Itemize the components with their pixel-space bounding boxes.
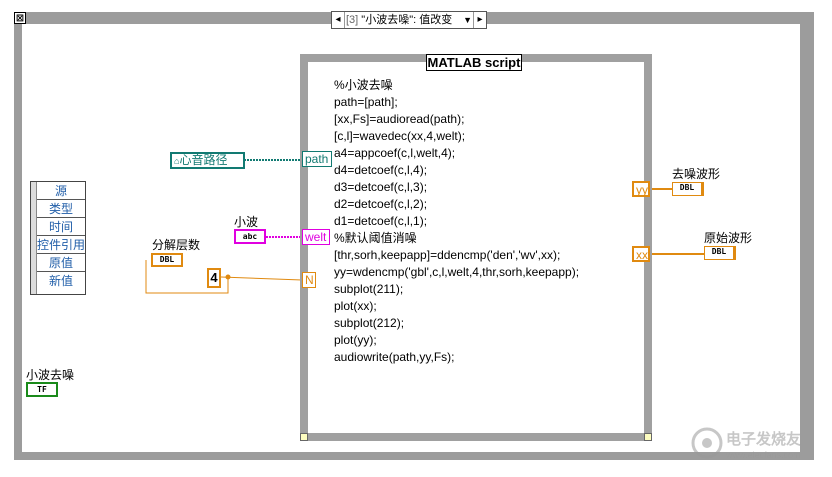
previous-case-arrow-icon[interactable]: ◂	[332, 12, 345, 28]
matlab-script-editor[interactable]	[308, 62, 644, 433]
denoised-waveform-indicator[interactable]: DBL	[672, 182, 704, 196]
code-line-5[interactable]: a4=appcoef(c,l,welt,4);	[334, 146, 456, 160]
output-terminal-xx[interactable]: xx	[632, 246, 650, 262]
event-case-selector[interactable]: ◂ [3] "小波去噪": 值改变 ▼ ▸	[331, 11, 487, 29]
original-waveform-label: 原始波形	[704, 231, 753, 245]
watermark: 电子发烧友 www.elecfans.com	[690, 420, 830, 472]
wavelet-denoise-type-badge: TF	[37, 385, 47, 394]
matlab-script-title: MATLAB script	[426, 54, 522, 71]
heart-sound-path-control[interactable]: ⌂心音路径	[170, 152, 245, 169]
code-line-7[interactable]: d3=detcoef(c,l,3);	[334, 180, 428, 194]
code-line-3[interactable]: [xx,Fs]=audioread(path);	[334, 112, 465, 126]
input-terminal-welt[interactable]: welt	[302, 229, 330, 245]
wavelet-type-badge: abc	[242, 232, 258, 241]
wavelet-string-control[interactable]: abc	[234, 229, 266, 244]
code-line-10[interactable]: %默认阈值消噪	[334, 231, 417, 245]
code-line-15[interactable]: subplot(212);	[334, 316, 405, 330]
chevron-down-icon[interactable]: ▼	[463, 15, 472, 25]
code-line-6[interactable]: d4=detcoef(c,l,4);	[334, 163, 428, 177]
original-waveform-type-badge: DBL	[711, 247, 727, 256]
event-data-item-newval[interactable]: 新值	[48, 274, 73, 288]
wavelet-label: 小波	[234, 215, 259, 229]
level-constant-value: 4	[210, 270, 218, 285]
output-terminal-yy[interactable]: yy	[632, 181, 650, 197]
code-line-14[interactable]: plot(xx);	[334, 299, 377, 313]
code-line-9[interactable]: d1=detcoef(c,l,1);	[334, 214, 428, 228]
event-data-node-strip	[31, 182, 37, 294]
code-line-13[interactable]: subplot(211);	[334, 282, 404, 296]
denoised-waveform-type-badge: DBL	[679, 183, 695, 192]
code-line-2[interactable]: path=[path];	[334, 95, 398, 109]
input-terminal-n[interactable]: N	[302, 272, 316, 288]
event-data-item-type[interactable]: 类型	[37, 200, 85, 218]
code-line-8[interactable]: d2=detcoef(c,l,2);	[334, 197, 428, 211]
code-line-1[interactable]: %小波去噪	[334, 78, 393, 92]
resize-handle-icon[interactable]	[300, 433, 308, 441]
denoised-waveform-label: 去噪波形	[672, 167, 721, 181]
event-timeout-terminal-icon[interactable]: ⊠	[14, 12, 26, 24]
wire-junction	[225, 274, 231, 280]
heart-sound-path-label: 心音路径	[179, 153, 228, 167]
wavelet-denoise-label: 小波去噪	[26, 368, 75, 382]
case-index: [3]	[346, 14, 359, 26]
case-label: "小波去噪": 值改变	[361, 14, 453, 26]
watermark-logo-icon	[691, 427, 723, 459]
n-wire	[220, 276, 303, 281]
code-line-17[interactable]: audiowrite(path,yy,Fs);	[334, 350, 455, 364]
decomp-levels-control[interactable]: DBL	[151, 253, 183, 267]
resize-handle-icon[interactable]	[644, 433, 652, 441]
decomp-levels-label: 分解层数	[152, 238, 201, 252]
event-data-item-ctlref[interactable]: 控件引用	[37, 238, 86, 254]
watermark-sub-text: www.elecfans.com	[726, 450, 801, 460]
next-case-arrow-icon[interactable]: ▸	[473, 12, 486, 28]
path-icon: ⌂	[174, 156, 180, 166]
event-data-item-time[interactable]: 时间	[37, 218, 85, 236]
event-data-node[interactable]: 源 类型 时间 控件引用 原值 新值	[30, 181, 86, 295]
decomp-level-wire	[145, 260, 229, 294]
code-line-16[interactable]: plot(yy);	[334, 333, 377, 347]
code-line-12[interactable]: yy=wdencmp('gbl',c,l,welt,4,thr,sorh,kee…	[334, 265, 580, 279]
original-waveform-indicator[interactable]: DBL	[704, 246, 736, 260]
code-line-4[interactable]: [c,l]=wavedec(xx,4,welt);	[334, 129, 466, 143]
event-data-item-oldval[interactable]: 原值	[37, 254, 85, 272]
watermark-main-text: 电子发烧友	[726, 431, 802, 448]
wavelet-denoise-boolean[interactable]: TF	[26, 382, 58, 397]
level-constant[interactable]: 4	[207, 268, 221, 288]
input-terminal-path[interactable]: path	[302, 151, 332, 167]
code-line-11[interactable]: [thr,sorh,keepapp]=ddencmp('den','wv',xx…	[334, 248, 561, 262]
decomp-levels-type-badge: DBL	[159, 255, 175, 264]
event-data-item-source[interactable]: 源	[37, 182, 85, 200]
